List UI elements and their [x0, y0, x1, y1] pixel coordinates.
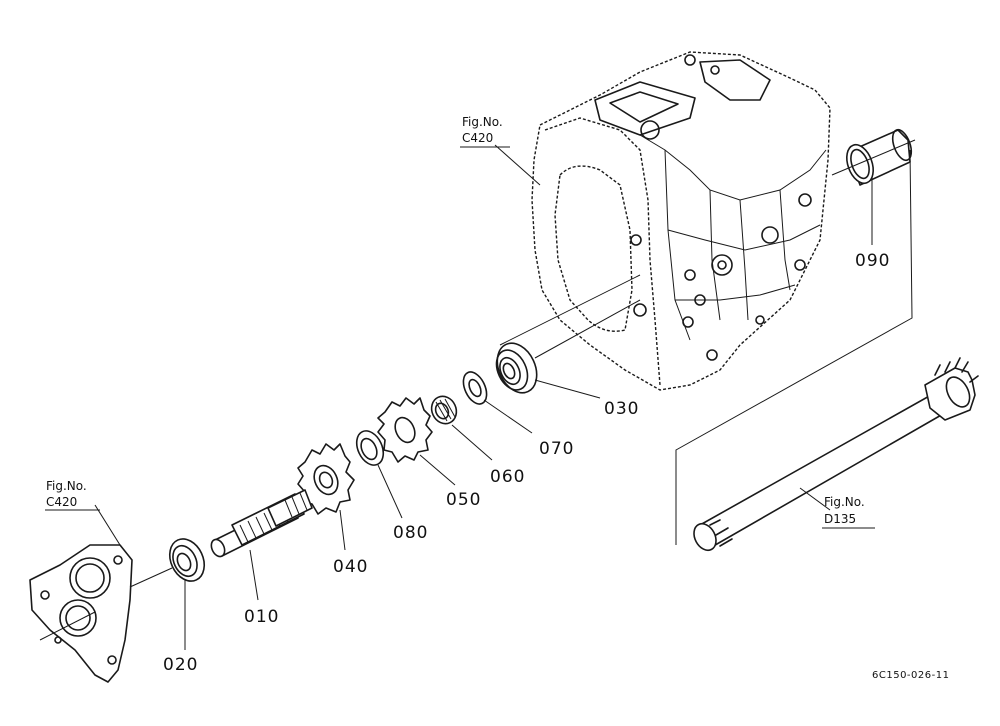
label-part-020: 020: [163, 655, 198, 675]
shaft-part-010: [210, 489, 313, 558]
transmission-case: [531, 51, 831, 391]
washer-part-070: [462, 371, 488, 405]
label-part-090: 090: [855, 251, 890, 271]
long-shaft: [693, 357, 979, 552]
gear-part-050: [377, 397, 433, 463]
label-part-080: 080: [393, 523, 428, 543]
drawing-code: 6C150-026-11: [872, 670, 949, 681]
leader-lines: [45, 139, 916, 650]
bearing-part-020: [168, 538, 206, 582]
label-part-050: 050: [446, 490, 481, 510]
fig-ref-shaft-line1: Fig.No.: [824, 495, 865, 509]
fig-ref-shaft-line2: D135: [824, 512, 856, 526]
label-part-070: 070: [539, 439, 574, 459]
label-part-010: 010: [244, 607, 279, 627]
front-cover: [29, 544, 133, 683]
needle-bearing-part-060: [430, 395, 458, 425]
fig-ref-cover-line1: Fig.No.: [46, 479, 87, 493]
label-part-040: 040: [333, 557, 368, 577]
collar-part-080: [355, 430, 385, 466]
label-part-030: 030: [604, 399, 639, 419]
sleeve-part-090: [846, 128, 913, 186]
bearing-part-030: [495, 342, 538, 394]
fig-ref-cover-line2: C420: [46, 495, 77, 509]
fig-ref-case-line2: C420: [462, 131, 493, 145]
label-part-060: 060: [490, 467, 525, 487]
gear-part-040: [297, 443, 355, 515]
fig-ref-case-line1: Fig.No.: [462, 115, 503, 129]
